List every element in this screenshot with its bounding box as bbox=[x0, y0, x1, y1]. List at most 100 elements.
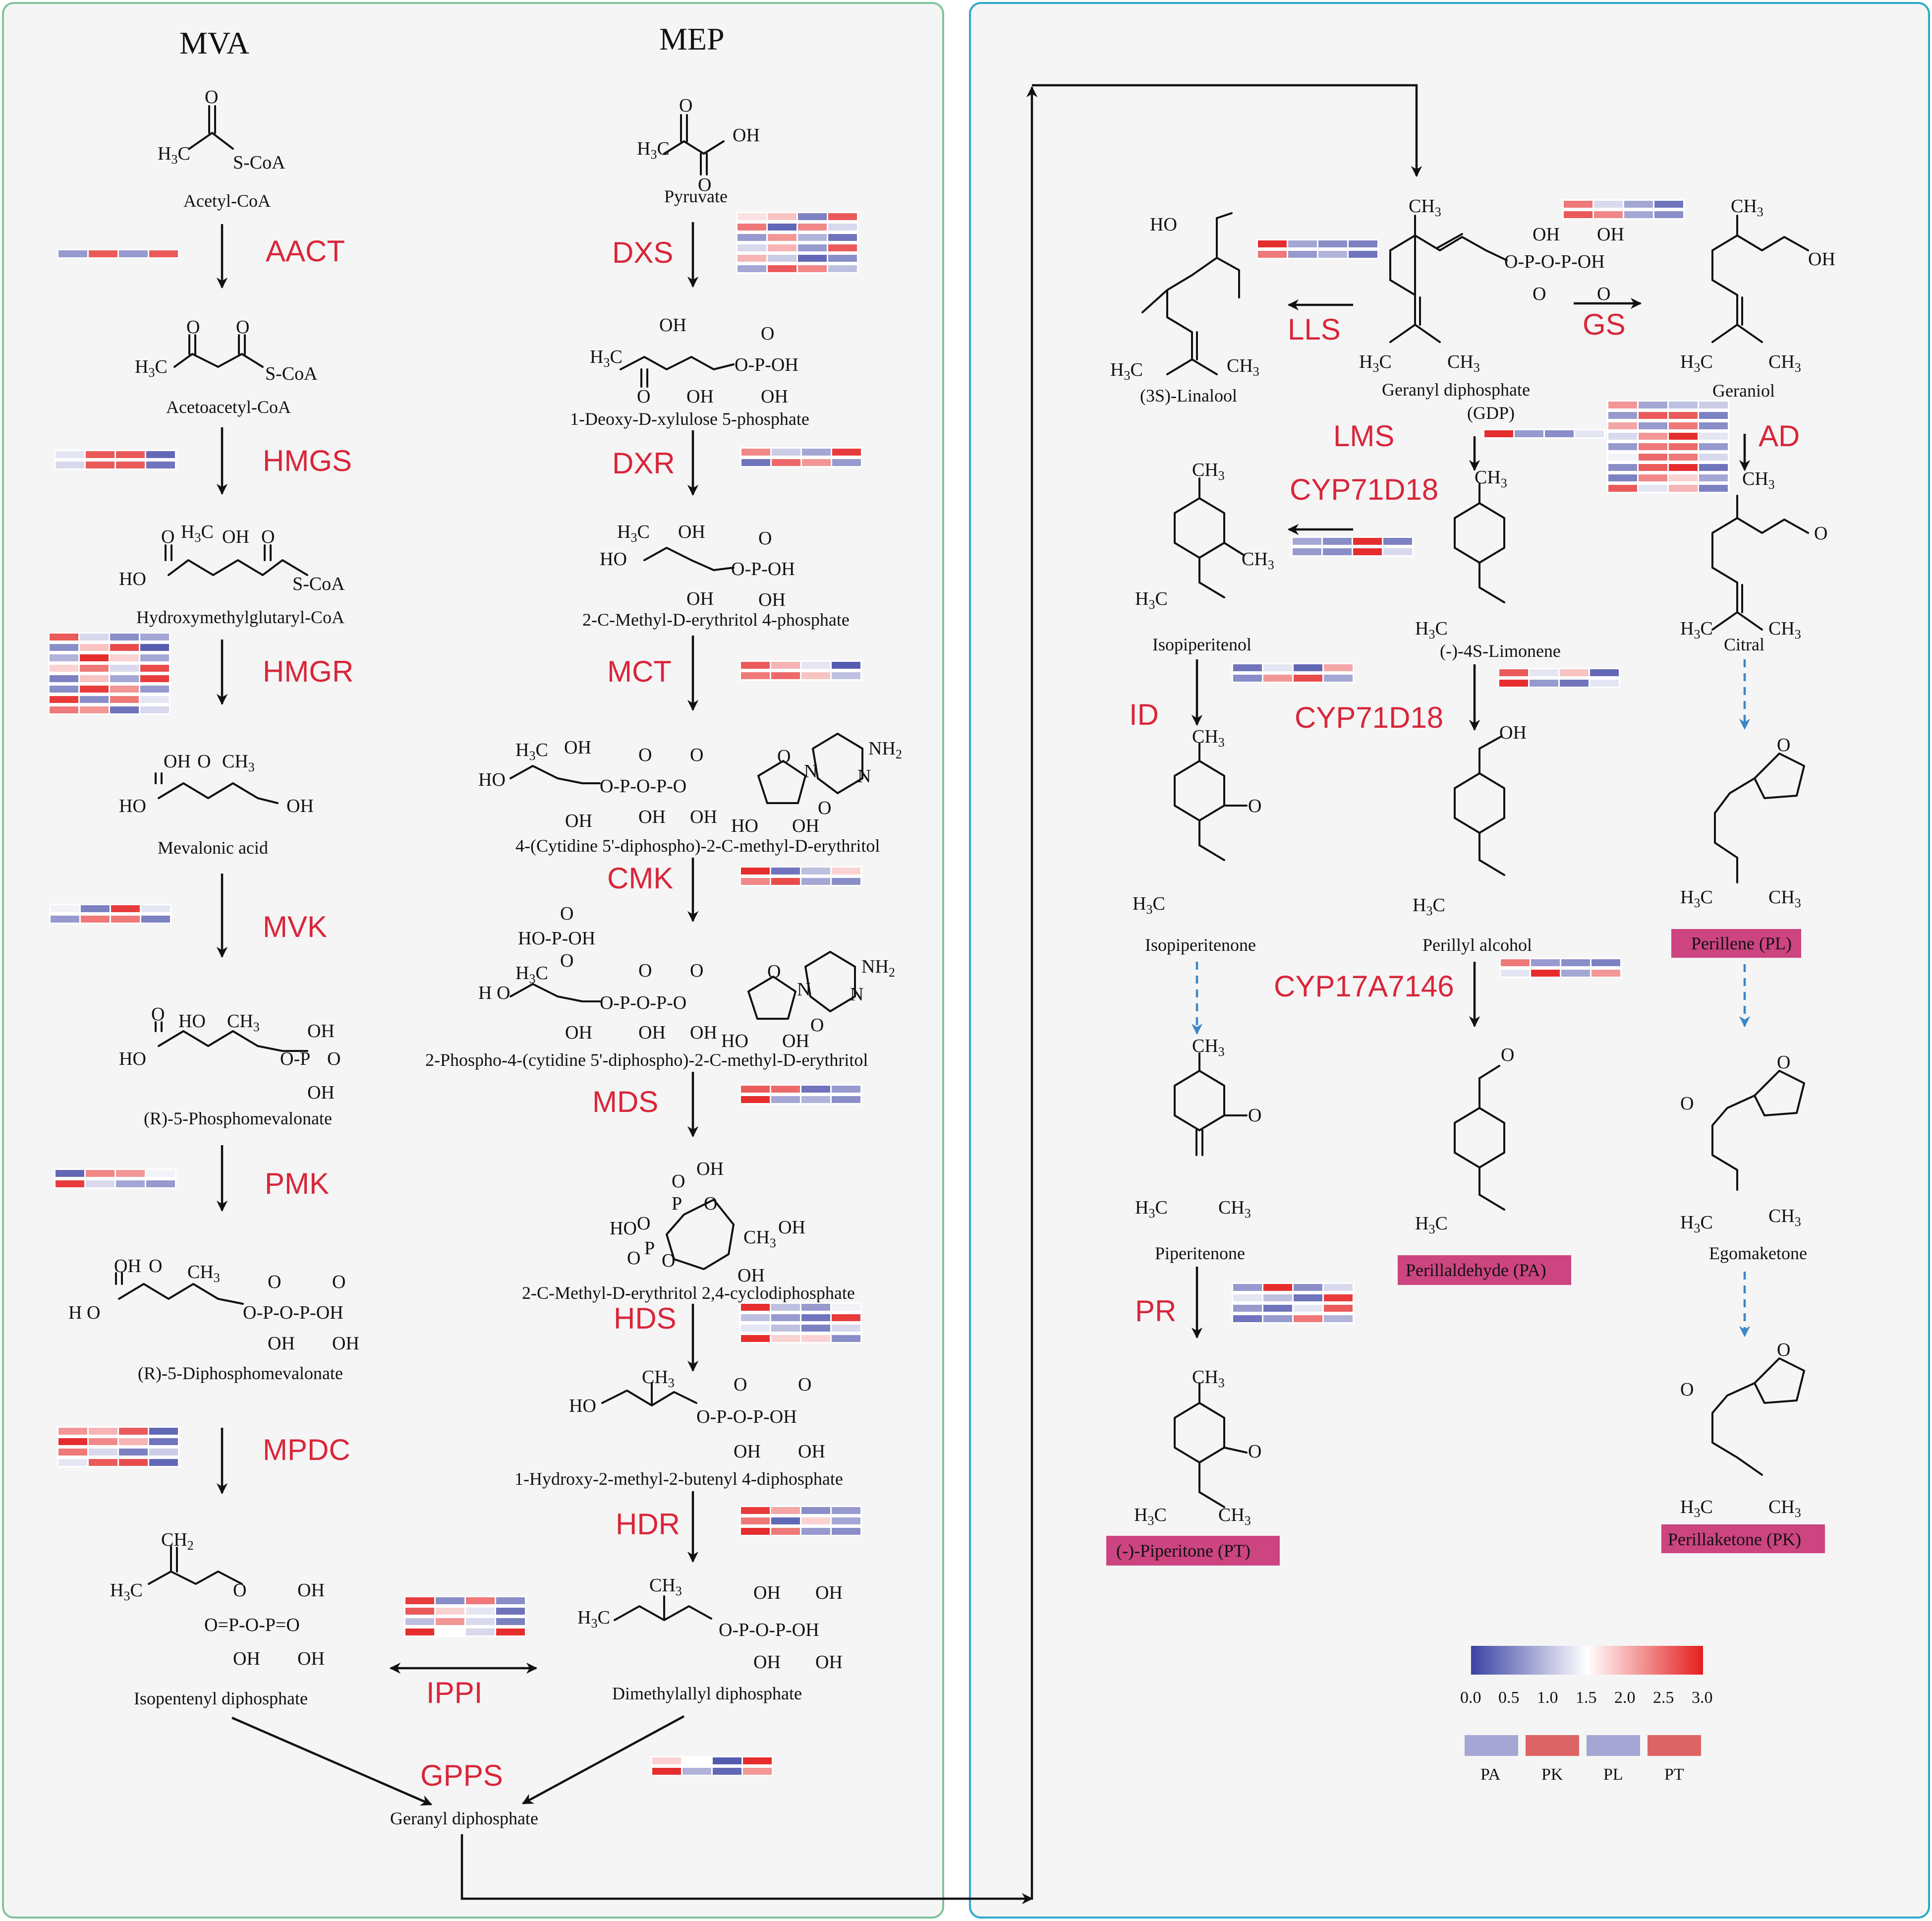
heatmap-cell bbox=[1669, 402, 1698, 408]
heatmap-cell bbox=[58, 1438, 87, 1445]
svg-text:CH3: CH3 bbox=[227, 1011, 260, 1034]
scale-tick: 1.0 bbox=[1537, 1688, 1558, 1707]
heatmap-cell bbox=[86, 1180, 114, 1187]
heatmap-cell bbox=[1560, 680, 1589, 687]
heatmap-block bbox=[736, 212, 858, 274]
heatmap-cell bbox=[1324, 1305, 1353, 1312]
heatmap-cell bbox=[1699, 474, 1728, 481]
heatmap-cell bbox=[1699, 402, 1728, 408]
svg-text:O: O bbox=[161, 526, 174, 547]
heatmap-cell bbox=[1639, 443, 1667, 450]
sample-label: PK bbox=[1541, 1765, 1563, 1784]
heatmap-block bbox=[739, 1506, 862, 1536]
heatmap-cell bbox=[832, 1096, 860, 1103]
svg-text:OH: OH bbox=[686, 386, 714, 407]
enzyme-lls: LLS bbox=[1288, 313, 1341, 346]
heatmap-cell bbox=[1639, 474, 1667, 481]
heatmap-cell bbox=[110, 634, 139, 640]
heatmap-block bbox=[1562, 199, 1685, 220]
heatmap-cell bbox=[832, 1335, 860, 1342]
heatmap-cell bbox=[405, 1629, 434, 1635]
heatmap-cell bbox=[1288, 251, 1317, 258]
heatmap-cell bbox=[771, 868, 800, 874]
scale-tick: 0.0 bbox=[1460, 1688, 1481, 1707]
enzyme-mpdc: MPDC bbox=[263, 1433, 350, 1466]
svg-text:OH: OH bbox=[297, 1580, 325, 1601]
heatmap-cell bbox=[140, 665, 169, 672]
product-piperitone: (-)-Piperitone (PT) bbox=[1116, 1541, 1250, 1561]
gpp-connector-top bbox=[1032, 84, 1422, 177]
heatmap-cell bbox=[1575, 430, 1604, 437]
heatmap-cell bbox=[1594, 211, 1623, 218]
heatmap-cell bbox=[828, 234, 857, 241]
svg-text:CH3: CH3 bbox=[1742, 468, 1775, 492]
heatmap-cell bbox=[140, 706, 169, 713]
heatmap-cell bbox=[50, 634, 78, 640]
svg-text:N: N bbox=[804, 761, 817, 782]
heatmap-cell bbox=[741, 1325, 770, 1332]
enzyme-ippi: IPPI bbox=[426, 1676, 482, 1709]
svg-text:OH: OH bbox=[815, 1652, 843, 1673]
heatmap-cell bbox=[1233, 675, 1262, 682]
compound-hmbpp: 1-Hydroxy-2-methyl-2-butenyl 4-diphospha… bbox=[514, 1469, 843, 1489]
heatmap-cell bbox=[140, 644, 169, 651]
svg-text:OH: OH bbox=[753, 1582, 781, 1603]
heatmap-cell bbox=[832, 1086, 860, 1093]
heatmap-cell bbox=[436, 1629, 464, 1635]
sample-swatch-pt bbox=[1648, 1735, 1701, 1756]
heatmap-cell bbox=[496, 1608, 525, 1615]
svg-text:OH: OH bbox=[686, 588, 714, 609]
svg-text:O: O bbox=[627, 1248, 640, 1269]
structure-limonene: CH3 H3C bbox=[1415, 467, 1507, 641]
heatmap-cell bbox=[1258, 251, 1287, 258]
heatmap-cell bbox=[1561, 959, 1590, 966]
heatmap-cell bbox=[801, 1096, 830, 1103]
heatmap-cell bbox=[1323, 538, 1352, 545]
svg-text:O: O bbox=[1777, 1052, 1790, 1073]
heatmap-cell bbox=[1560, 669, 1589, 676]
compound-dmapp: Dimethylallyl diphosphate bbox=[612, 1684, 802, 1703]
heatmap-cell bbox=[798, 265, 827, 272]
svg-text:OH: OH bbox=[733, 125, 760, 146]
svg-text:O: O bbox=[1777, 735, 1790, 756]
heatmap-cell bbox=[89, 250, 117, 257]
svg-text:P: P bbox=[672, 1193, 682, 1214]
svg-text:HO: HO bbox=[721, 1031, 748, 1051]
heatmap-cell bbox=[682, 1768, 711, 1775]
heatmap-cell bbox=[738, 244, 766, 251]
heatmap-cell bbox=[1608, 454, 1637, 461]
heatmap-cell bbox=[828, 244, 857, 251]
heatmap-cell bbox=[1639, 464, 1667, 471]
heatmap-cell bbox=[1639, 422, 1667, 429]
svg-text:O: O bbox=[332, 1272, 345, 1292]
heatmap-cell bbox=[86, 451, 114, 458]
enzyme-cyp17a7146: CYP17A7146 bbox=[1274, 970, 1454, 1003]
heatmap-cell bbox=[1501, 959, 1530, 966]
mva-mep-panel bbox=[2, 2, 944, 1919]
svg-text:OH: OH bbox=[164, 751, 191, 772]
heatmap-cell bbox=[466, 1608, 495, 1615]
heatmap-cell bbox=[798, 234, 827, 241]
svg-text:OH: OH bbox=[798, 1441, 825, 1462]
heatmap-cell bbox=[1324, 1284, 1353, 1291]
heatmap-cell bbox=[741, 878, 770, 885]
heatmap-block bbox=[49, 904, 171, 924]
heatmap-cell bbox=[86, 1170, 114, 1177]
svg-text:O=P-O-P=O: O=P-O-P=O bbox=[204, 1615, 300, 1635]
compound-cdp-mep: 2-Phospho-4-(cytidine 5'-diphospho)-2-C-… bbox=[425, 1050, 868, 1070]
compound-mep: 2-C-Methyl-D-erythritol 4-phosphate bbox=[582, 610, 850, 630]
enzyme-mct: MCT bbox=[607, 655, 672, 688]
structure-egomaketone: O O H3C CH3 bbox=[1680, 1052, 1805, 1235]
svg-text:O: O bbox=[1533, 284, 1546, 304]
compound-mevalonic-acid: Mevalonic acid bbox=[158, 838, 268, 858]
heatmap-cell bbox=[140, 696, 169, 703]
heatmap-cell bbox=[771, 1086, 800, 1093]
heatmap-cell bbox=[832, 1325, 860, 1332]
compound-gdp: Geranyl diphosphate bbox=[1382, 380, 1530, 400]
color-scale-legend: 0.0 0.5 1.0 1.5 2.0 2.5 3.0 bbox=[1460, 1646, 1713, 1707]
heatmap-cell bbox=[1608, 402, 1637, 408]
heatmap-cell bbox=[1383, 538, 1412, 545]
svg-text:O: O bbox=[704, 1193, 717, 1214]
compound-mecpp: 2-C-Methyl-D-erythritol 2,4-cyclodiphosp… bbox=[522, 1283, 855, 1303]
